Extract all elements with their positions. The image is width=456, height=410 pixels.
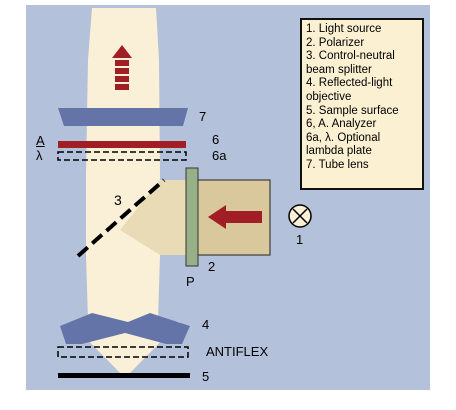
legend-line: 5. Sample surface — [306, 104, 399, 117]
label-antiflex: ANTIFLEX — [206, 344, 269, 359]
illumination-arrow — [208, 205, 262, 229]
objective-lens-icon — [60, 313, 190, 344]
analyzer-plate — [58, 141, 186, 148]
label-polarizer-number: 2 — [208, 259, 216, 274]
label-tube-lens: 7 — [199, 109, 207, 124]
label-objective: 4 — [202, 317, 210, 332]
legend-line: 7. Tube lens — [306, 158, 369, 171]
light-path-column — [70, 8, 180, 378]
legend-line: lambda plate — [306, 145, 372, 158]
light-source-icon — [288, 204, 312, 228]
lambda-plate-outline — [57, 151, 187, 161]
legend-line: 6, A. Analyzer — [306, 118, 377, 131]
upward-light-arrow — [112, 45, 132, 90]
legend-line: 2. Polarizer — [306, 36, 365, 49]
legend-line: objective — [306, 90, 352, 103]
legend-line: 1. Light source — [306, 23, 382, 35]
label-lambda-letter: λ — [36, 148, 43, 163]
legend-line: 6a, λ. Optional — [306, 131, 381, 144]
antiflex-plate-outline — [57, 346, 189, 358]
legend-line: 4. Reflected-light — [306, 77, 393, 90]
label-polarizer-letter: P — [186, 274, 195, 289]
label-analyzer-number: 6 — [212, 132, 220, 147]
legend-line: beam splitter — [306, 63, 372, 76]
label-sample-surface: 5 — [202, 369, 210, 384]
beam-splitter-line — [76, 178, 166, 258]
label-light-source: 1 — [296, 232, 304, 247]
legend-line: 3. Control-neutral — [306, 50, 395, 63]
label-analyzer-letter: A — [36, 133, 45, 148]
polarizer-plate — [185, 167, 199, 267]
sample-surface-bar — [58, 373, 190, 378]
tube-lens-icon — [58, 108, 188, 126]
label-beam-splitter: 3 — [114, 192, 122, 208]
illumination-path — [120, 180, 188, 255]
label-lambda-number: 6a — [212, 148, 227, 163]
legend-box: 1. Light source 2. Polarizer 3. Control-… — [300, 18, 424, 190]
